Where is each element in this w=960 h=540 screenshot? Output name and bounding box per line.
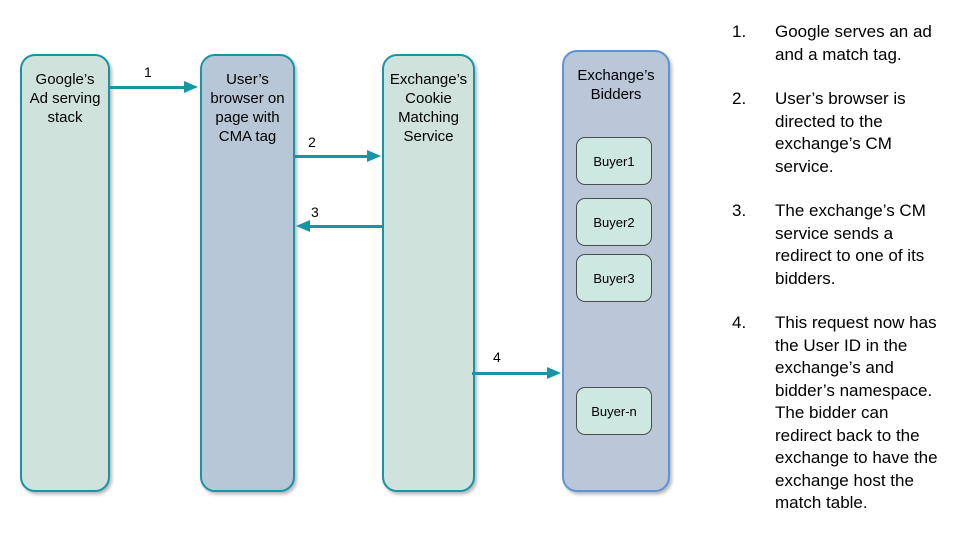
buyer-box-1: Buyer1 <box>576 137 652 185</box>
arrow-label-1: 1 <box>144 64 152 80</box>
arrow-shaft <box>295 155 370 158</box>
node-google-ad-stack: Google’s Ad serving stack <box>20 54 110 492</box>
step-number: 3. <box>732 201 747 220</box>
arrow-shaft <box>472 372 550 375</box>
buyer-box-n: Buyer-n <box>576 387 652 435</box>
arrow-shaft <box>307 225 382 228</box>
node-cookie-matching-service: Exchange’s Cookie Matching Service <box>382 54 475 492</box>
step-number: 1. <box>732 22 747 41</box>
node-exchange-bidders: Exchange’s Bidders Buyer1 Buyer2 Buyer3 … <box>562 50 670 492</box>
node-label-cookie-matching-service: Exchange’s Cookie Matching Service <box>389 71 468 145</box>
node-label-exchange-bidders: Exchange’s Bidders <box>577 67 655 103</box>
step-item-4: 4. This request now has the User ID in t… <box>732 312 956 515</box>
step-item-1: 1. Google serves an ad and a match tag. <box>732 21 956 66</box>
arrow-head-icon <box>367 150 381 162</box>
step-text: Google serves an ad and a match tag. <box>775 22 932 64</box>
node-label-user-browser: User’s browser on page with CMA tag <box>210 71 285 145</box>
arrow-shaft <box>110 86 187 89</box>
step-number: 4. <box>732 313 747 332</box>
step-text: This request now has the User ID in the … <box>775 313 938 512</box>
arrow-label-4: 4 <box>493 349 501 365</box>
buyer-box-3: Buyer3 <box>576 254 652 302</box>
arrow-label-3: 3 <box>311 204 319 220</box>
step-item-3: 3. The exchange’s CM service sends a red… <box>732 200 956 290</box>
step-item-2: 2. User’s browser is directed to the exc… <box>732 88 956 178</box>
buyer-label-2: Buyer2 <box>593 214 635 230</box>
flow-arrow-1 <box>110 81 198 94</box>
flow-arrow-3 <box>296 220 382 233</box>
buyer-label-3: Buyer3 <box>593 270 635 286</box>
node-user-browser: User’s browser on page with CMA tag <box>200 54 295 492</box>
step-number: 2. <box>732 89 747 108</box>
flow-arrow-2 <box>295 150 381 163</box>
flow-arrow-4 <box>472 367 561 380</box>
buyer-box-2: Buyer2 <box>576 198 652 246</box>
arrow-head-icon <box>184 81 198 93</box>
arrow-head-icon <box>296 220 310 232</box>
step-text: The exchange’s CM service sends a redire… <box>775 201 926 288</box>
buyer-label-1: Buyer1 <box>593 153 635 169</box>
node-label-google-ad-stack: Google’s Ad serving stack <box>29 71 101 126</box>
arrow-head-icon <box>547 367 561 379</box>
arrow-label-2: 2 <box>308 134 316 150</box>
steps-list: 1. Google serves an ad and a match tag. … <box>732 21 956 537</box>
buyer-label-n: Buyer-n <box>591 403 637 419</box>
step-text: User’s browser is directed to the exchan… <box>775 89 906 176</box>
